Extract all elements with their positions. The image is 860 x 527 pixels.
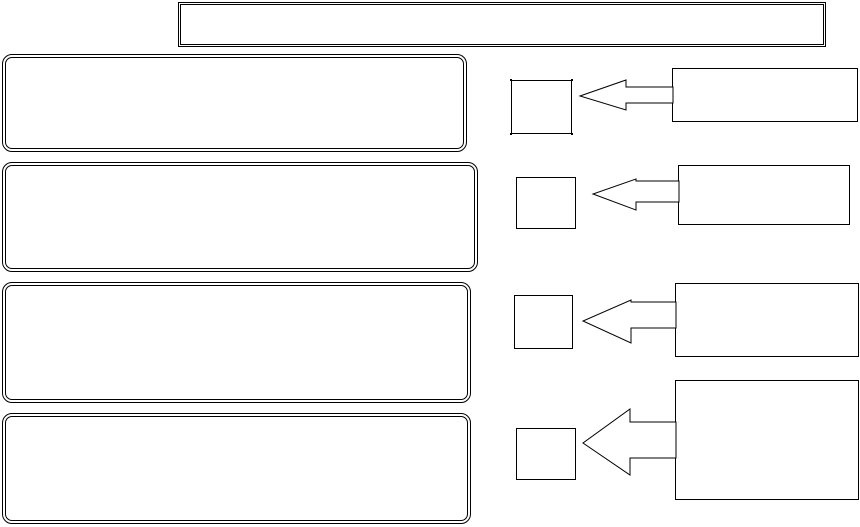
corner-dot (571, 79, 573, 81)
check-box-4[interactable] (516, 428, 576, 480)
note-box-2 (678, 165, 850, 225)
panel-3 (2, 282, 471, 403)
check-box-2[interactable] (516, 177, 576, 229)
title-box (178, 2, 826, 47)
panel-2 (2, 162, 478, 272)
note-box-3 (675, 283, 859, 357)
corner-dot (510, 79, 512, 81)
check-box-1[interactable] (510, 79, 573, 135)
left-arrow-icon-1 (578, 79, 674, 111)
panel-4 (2, 413, 471, 524)
corner-dot (510, 133, 512, 135)
corner-dot (571, 133, 573, 135)
check-box-3[interactable] (514, 295, 573, 349)
left-arrow-icon-2 (591, 178, 680, 211)
note-box-1 (672, 68, 858, 122)
note-box-4 (675, 380, 859, 500)
left-arrow-icon-4 (582, 408, 677, 476)
left-arrow-icon-3 (581, 299, 677, 344)
panel-1 (2, 54, 467, 152)
